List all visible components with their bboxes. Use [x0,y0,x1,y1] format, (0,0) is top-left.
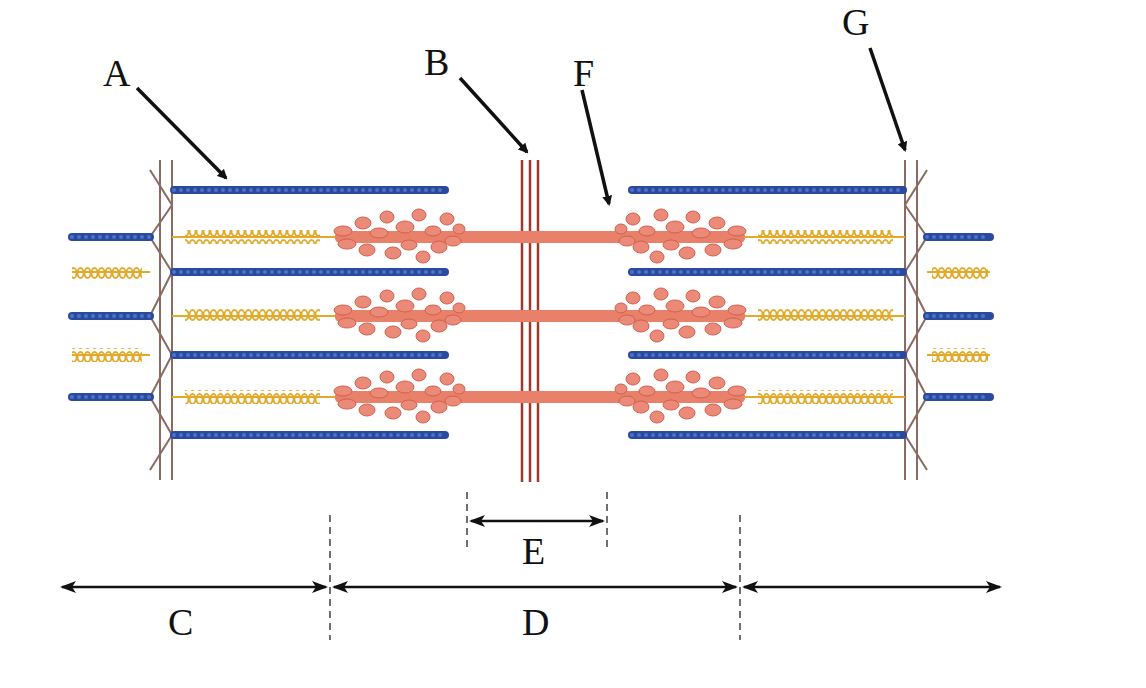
part-letter: B [424,43,449,81]
leader-arrow [137,48,905,204]
titin [72,230,990,404]
part-letter: C [168,603,193,641]
part-letter: A [103,54,130,92]
thin-filament [72,190,990,435]
part-letter: D [522,603,549,641]
dimension-marker [62,492,1000,640]
part-letter: G [842,3,869,41]
thick-filament [334,209,746,423]
part-letter: F [573,54,594,92]
part-letter: E [522,532,545,570]
